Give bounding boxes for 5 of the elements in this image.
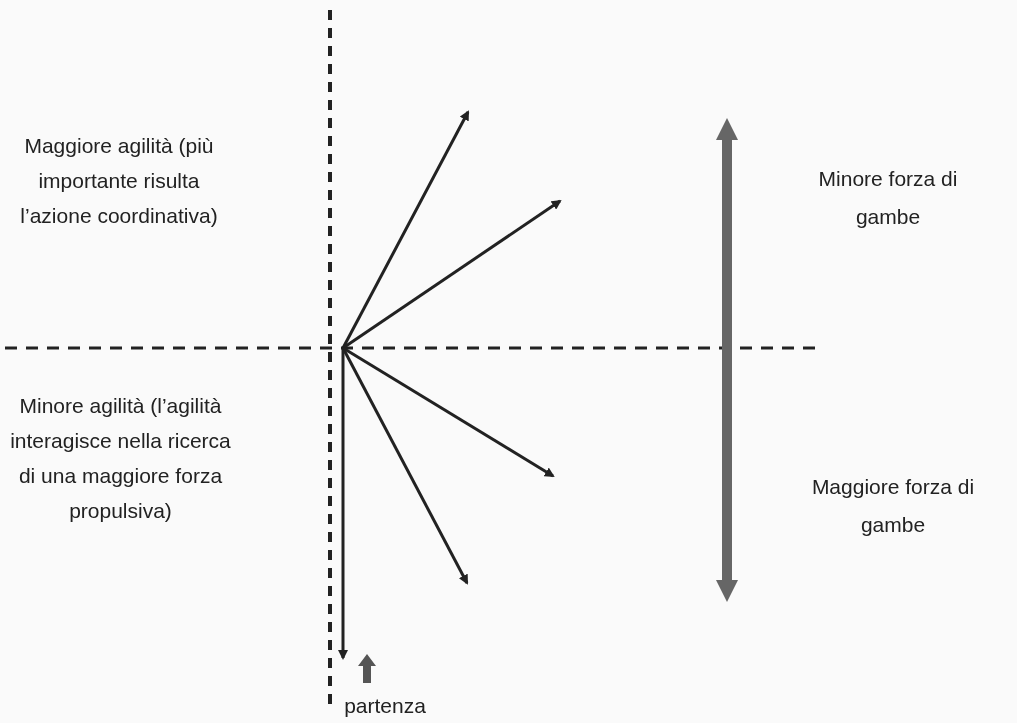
axis-label: Minore forza di gambe bbox=[817, 166, 959, 230]
axis-label: Maggiore agilità (più importante risulta l’azione coordinativa) bbox=[19, 133, 219, 229]
axis-label: Maggiore forza di gambe bbox=[810, 474, 976, 538]
start-label: partenza bbox=[343, 693, 427, 719]
axis-label: Minore agilità (l’agilità interagisce nella ricerca di una maggiore forza propulsiva) bbox=[9, 393, 232, 524]
